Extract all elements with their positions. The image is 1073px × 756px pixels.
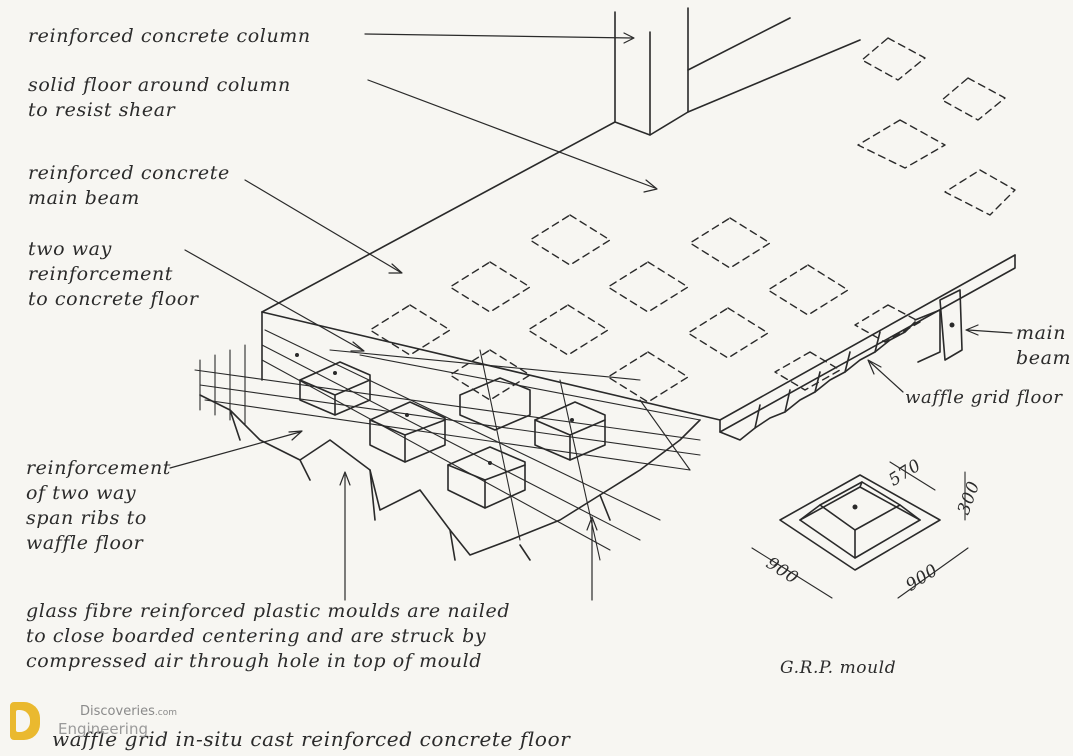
floor-slab (261, 39, 1016, 433)
label-rib-reinf-2: of two way (26, 482, 137, 504)
leader-lines (169, 32, 1013, 601)
label-column: reinforced concrete column (28, 25, 311, 47)
grp-mould-detail (779, 474, 941, 571)
label-right-beam-2: beam (1016, 347, 1072, 369)
label-moulds-2: to close boarded centering and are struc… (26, 625, 487, 647)
label-main-beam-2: main beam (28, 187, 140, 209)
watermark: Discoveries.com Engineering (6, 698, 246, 748)
label-rib-reinf-3: span ribs to (26, 507, 147, 529)
label-grp-mould: G.R.P. mould (780, 658, 897, 678)
diagram-caption: waffle grid in-situ cast reinforced conc… (52, 727, 571, 751)
label-right-beam-1: main (1016, 322, 1067, 344)
label-rib-reinf-1: reinforcement (26, 457, 172, 479)
label-solid-floor-1: solid floor around column (28, 74, 291, 96)
concrete-column (614, 7, 791, 136)
label-two-way-3: to concrete floor (28, 288, 199, 310)
dimension-lines (751, 461, 969, 599)
watermark-logo-inner (16, 710, 30, 732)
label-solid-floor-2: to resist shear (28, 99, 176, 121)
waffle-ribs (199, 321, 916, 561)
label-moulds-3: compressed air through hole in top of mo… (26, 650, 483, 672)
label-waffle-grid: waffle grid floor (905, 387, 1063, 408)
label-moulds-1: glass fibre reinforced plastic moulds ar… (26, 600, 511, 622)
watermark-line1: Discoveries.com (80, 704, 178, 719)
label-two-way-2: reinforcement (28, 263, 174, 285)
void-squares-dashed (369, 37, 1016, 403)
label-two-way-1: two way (28, 238, 112, 260)
watermark-line2: Engineering (58, 720, 148, 738)
label-main-beam-1: reinforced concrete (28, 162, 230, 184)
reinforcement-bars (194, 329, 701, 561)
grp-moulds-in-situ (299, 361, 606, 509)
label-rib-reinf-4: waffle floor (26, 532, 144, 554)
main-beam-section (914, 289, 963, 363)
